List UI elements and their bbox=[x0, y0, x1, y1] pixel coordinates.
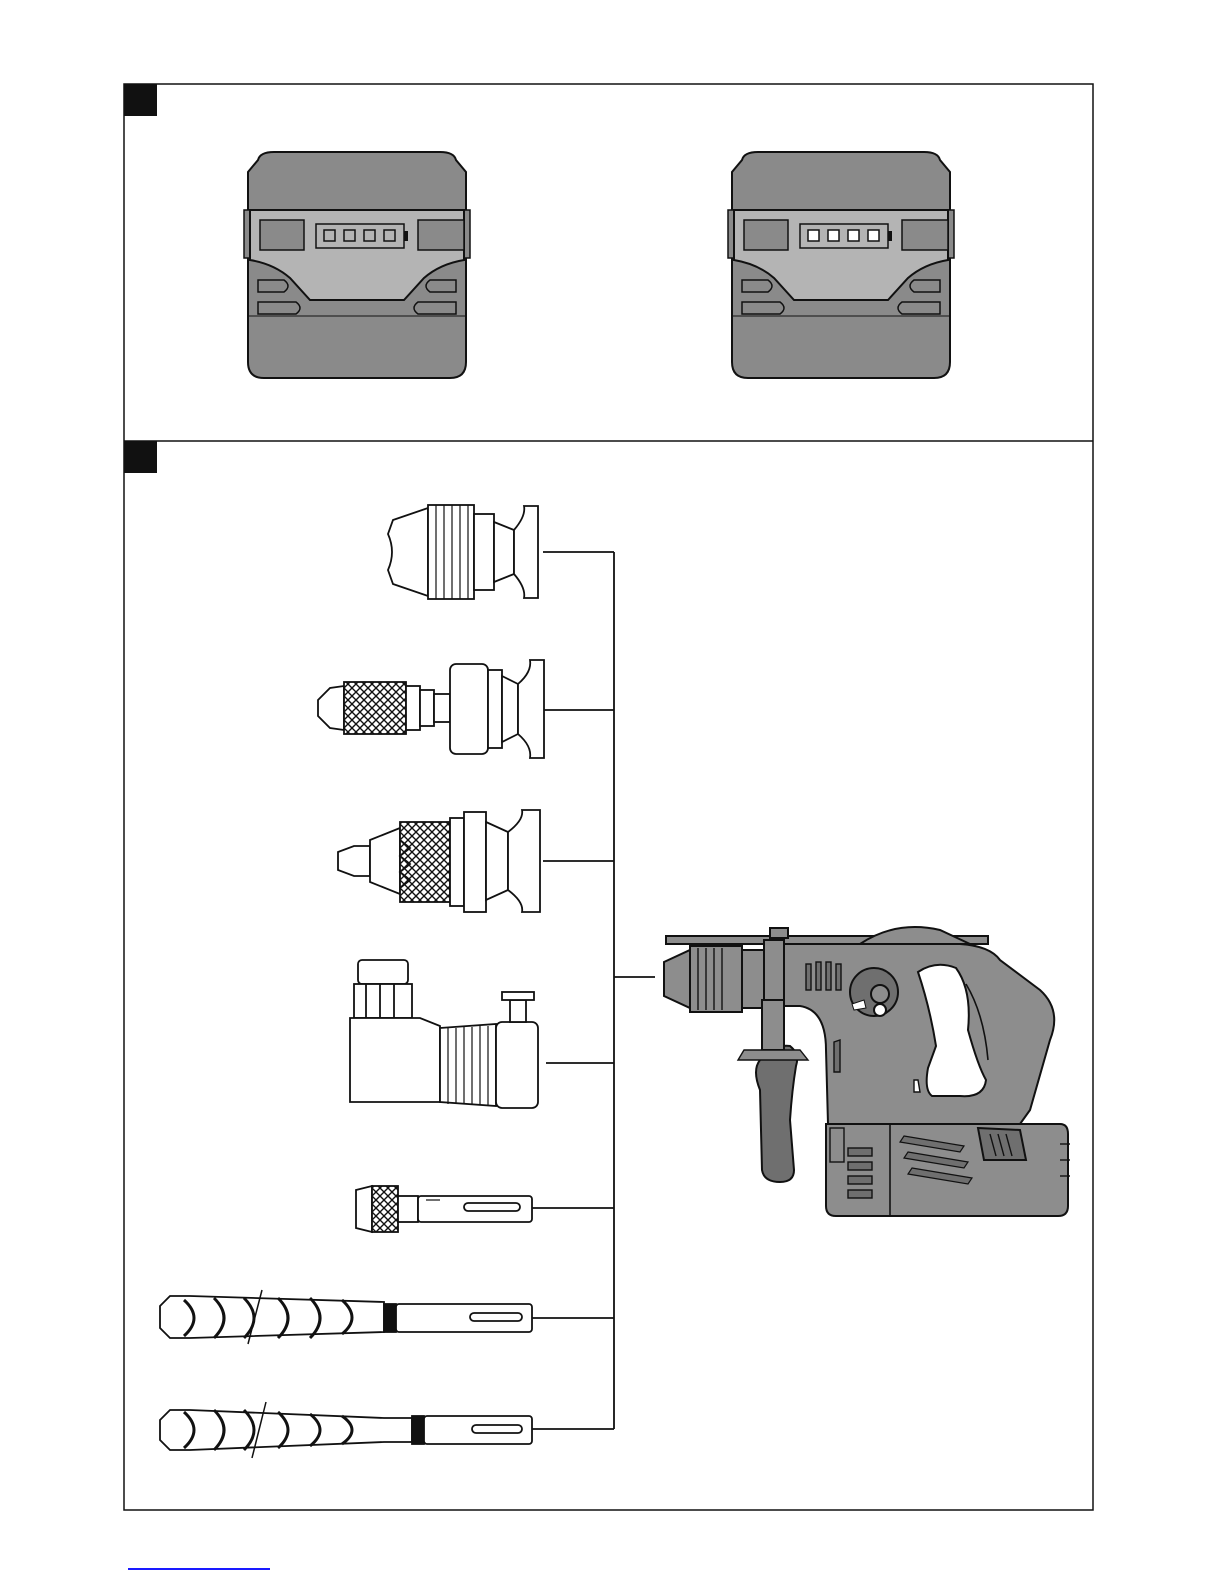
panel-2-marker bbox=[124, 441, 157, 473]
rotary-hammer-tool bbox=[664, 927, 1070, 1216]
accessory-keyless-chuck bbox=[318, 660, 544, 758]
accessory-chuck-sds bbox=[388, 505, 538, 599]
battery-pack-left bbox=[244, 152, 470, 378]
panel-1-marker bbox=[124, 84, 157, 116]
accessory-angle-attachment bbox=[350, 960, 538, 1108]
accessory-bit-holder bbox=[356, 1186, 532, 1232]
battery-pack-right bbox=[728, 152, 954, 378]
footer-link-underline bbox=[128, 1568, 270, 1570]
connector-tree bbox=[532, 552, 655, 1429]
accessory-keyed-chuck bbox=[338, 810, 540, 912]
accessory-drill-bit-1 bbox=[160, 1290, 532, 1344]
accessory-drill-bit-2 bbox=[160, 1402, 532, 1458]
